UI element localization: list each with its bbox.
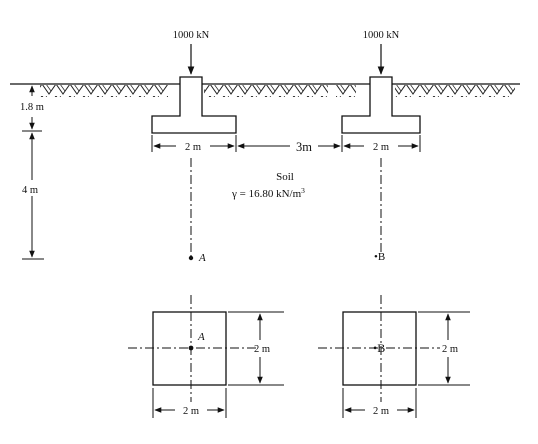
plan-extension-lines: [152, 311, 470, 418]
embedment-depth-label: 1.8 m: [20, 102, 44, 113]
footing-left: [151, 76, 237, 134]
unit-weight-label: γ = 16.80 kN/m3: [231, 186, 305, 200]
unit-weight-exponent: 3: [301, 186, 305, 195]
plan-point-a-label: A: [197, 331, 205, 343]
plan-left-width-label: 2 m: [183, 406, 199, 417]
point-b-label: •B: [374, 251, 385, 263]
elevation-view: 1000 kN 1000 kN 1.8 m 4 m: [10, 30, 520, 264]
soil-hatch: [40, 85, 515, 97]
footing-extension-lines: [151, 135, 421, 152]
load-label-right: 1000 kN: [363, 30, 400, 41]
footing-right: [341, 76, 421, 134]
plan-right-height-label: 2 m: [442, 344, 458, 355]
plan-left-height-label: 2 m: [254, 344, 270, 355]
depth-dimension: [22, 85, 44, 260]
depth-to-points-label: 4 m: [22, 185, 38, 196]
plan-height-dimensions: [257, 313, 451, 384]
point-a-label: A: [198, 252, 206, 264]
clear-spacing-label: 3m: [296, 140, 312, 154]
load-label-left: 1000 kN: [173, 30, 210, 41]
plan-point-a-marker: [188, 345, 194, 351]
footing-width-right-label: 2 m: [373, 142, 389, 153]
plan-point-b-label: •B: [373, 341, 385, 355]
footing-width-left-label: 2 m: [185, 142, 201, 153]
plan-right-width-label: 2 m: [373, 406, 389, 417]
plan-view: A •B 2 m 2 m: [128, 295, 470, 418]
soil-label: Soil: [276, 171, 294, 183]
point-a-marker: [188, 255, 194, 261]
